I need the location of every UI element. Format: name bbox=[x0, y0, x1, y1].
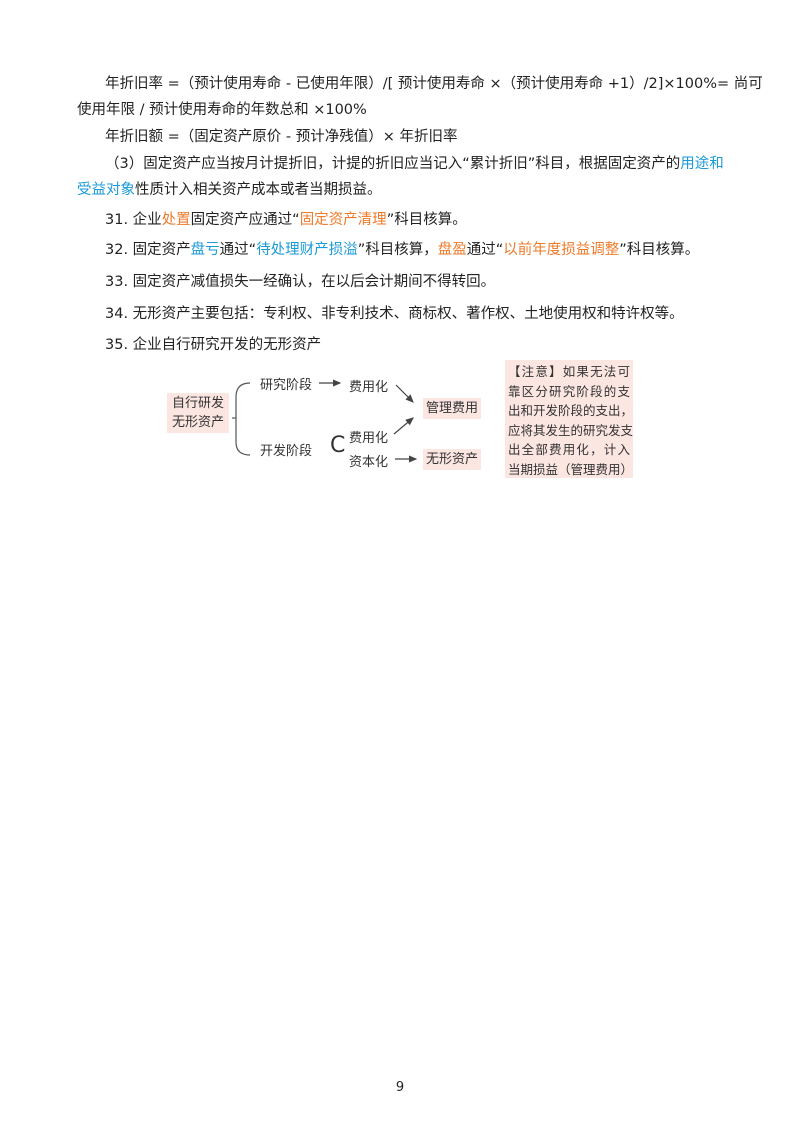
mgmt-expense-box: 管理费用 bbox=[423, 398, 481, 419]
note-line: 出和开发阶段的支出， bbox=[508, 403, 634, 418]
source-box: 自行研发 无形资产 bbox=[167, 393, 229, 433]
text: （3）固定资产应当按月计提折旧，计提的折旧应当记入“累计折旧”科目，根据固定资产… bbox=[105, 156, 681, 172]
highlight-account: 以前年度损益调整 bbox=[503, 242, 620, 258]
highlight-account: 待处理财产损溢 bbox=[256, 242, 358, 258]
brace-c: C bbox=[330, 433, 346, 458]
text: 固定资产应通过“ bbox=[190, 212, 300, 228]
formula-line-3: 年折旧额 =（固定资产原价 - 预计净残值）× 年折旧率 bbox=[105, 129, 458, 145]
text: 31. 企业 bbox=[105, 212, 162, 228]
research-stage: 研究阶段 bbox=[260, 378, 313, 393]
text: 32. 固定资产 bbox=[105, 242, 191, 258]
text: 通过“ bbox=[219, 242, 257, 258]
note-box: 【注意】如果无法可 靠区分研究阶段的支 出和开发阶段的支出， 应将其发生的研究发… bbox=[505, 360, 633, 478]
source-line-1: 自行研发 bbox=[171, 396, 224, 411]
formula-line-1: 年折旧率 =（预计使用寿命 - 已使用年限）/[ 预计使用寿命 ×（预计使用寿命… bbox=[105, 76, 763, 92]
capitalize-label: 资本化 bbox=[349, 455, 389, 470]
item-35: 35. 企业自行研究开发的无形资产 bbox=[105, 337, 322, 353]
expense-label-2: 费用化 bbox=[349, 431, 389, 446]
text: ”科目核算， bbox=[357, 242, 438, 258]
text: 通过“ bbox=[466, 242, 504, 258]
text: ”科目核算。 bbox=[386, 212, 467, 228]
item-33: 33. 固定资产减值损失一经确认，在以后会计期间不得转回。 bbox=[105, 274, 496, 290]
note-line: 【注意】如果无法可 bbox=[508, 364, 630, 379]
highlight-surplus: 盘盈 bbox=[437, 242, 467, 258]
paragraph-3-line-1: （3）固定资产应当按月计提折旧，计提的折旧应当记入“累计折旧”科目，根据固定资产… bbox=[105, 154, 724, 174]
formula-line-2: 使用年限 / 预计使用寿命的年数总和 ×100% bbox=[77, 102, 367, 118]
highlight-beneficiary: 受益对象 bbox=[77, 182, 135, 198]
source-line-2: 无形资产 bbox=[171, 415, 224, 430]
highlight-usage: 用途和 bbox=[680, 156, 724, 172]
note-line: 应将其发生的研究发支 bbox=[508, 422, 634, 438]
paragraph-3-line-2: 受益对象性质计入相关资产成本或者当期损益。 bbox=[77, 180, 382, 200]
highlight-account: 固定资产清理 bbox=[299, 212, 387, 228]
note-line: 出全部费用化，计入 bbox=[508, 442, 630, 457]
note-line: 靠区分研究阶段的支 bbox=[508, 383, 630, 399]
item-31: 31. 企业处置固定资产应通过“固定资产清理”科目核算。 bbox=[105, 210, 467, 230]
development-stage: 开发阶段 bbox=[260, 444, 313, 459]
item-32: 32. 固定资产盘亏通过“待处理财产损溢”科目核算，盘盈通过“以前年度损益调整”… bbox=[105, 240, 699, 260]
item-34: 34. 无形资产主要包括：专利权、非专利技术、商标权、著作权、土地使用权和特许权… bbox=[105, 306, 684, 322]
highlight-dispose: 处置 bbox=[161, 212, 191, 228]
page-number: 9 bbox=[395, 1080, 405, 1095]
text: 性质计入相关资产成本或者当期损益。 bbox=[135, 182, 382, 198]
text: ”科目核算。 bbox=[619, 242, 700, 258]
intangible-asset-box: 无形资产 bbox=[423, 449, 481, 470]
highlight-loss: 盘亏 bbox=[190, 242, 220, 258]
note-line: 当期损益（管理费用） bbox=[508, 461, 634, 477]
expense-label-1: 费用化 bbox=[349, 380, 389, 395]
